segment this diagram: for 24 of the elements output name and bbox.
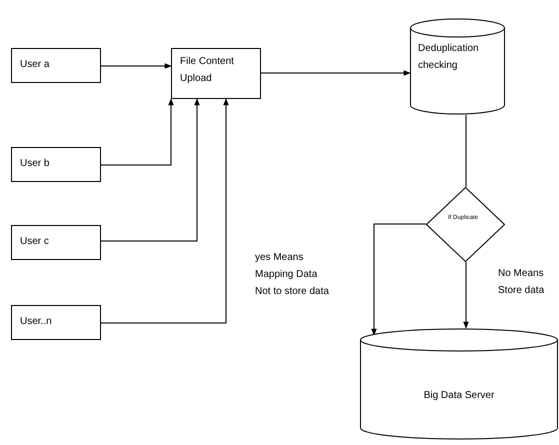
arrow xyxy=(100,98,229,324)
node-label: User a xyxy=(19,58,50,72)
node-label: File Content Upload xyxy=(179,55,235,86)
process-box xyxy=(11,305,101,340)
arrow xyxy=(100,98,174,166)
arrow xyxy=(100,63,172,69)
arrow xyxy=(371,224,426,336)
arrow xyxy=(100,98,200,242)
decision-diamond xyxy=(426,187,505,262)
edge-label: yes Means Mapping Data Not to store data xyxy=(255,251,330,299)
node-label: Big Data Server xyxy=(422,389,496,403)
node-label: Deduplication checking xyxy=(418,42,480,73)
edge-label: No Means Store data xyxy=(498,267,546,298)
database-cylinder xyxy=(360,328,558,440)
process-box xyxy=(11,147,101,182)
process-box xyxy=(171,48,261,99)
node-label: User b xyxy=(19,157,50,171)
database-cylinder xyxy=(410,18,505,115)
node-label: User..n xyxy=(19,315,53,329)
node-label: User c xyxy=(19,235,50,249)
process-box xyxy=(11,48,101,83)
arrow xyxy=(260,70,411,76)
arrow xyxy=(463,262,469,329)
process-box xyxy=(11,225,101,260)
